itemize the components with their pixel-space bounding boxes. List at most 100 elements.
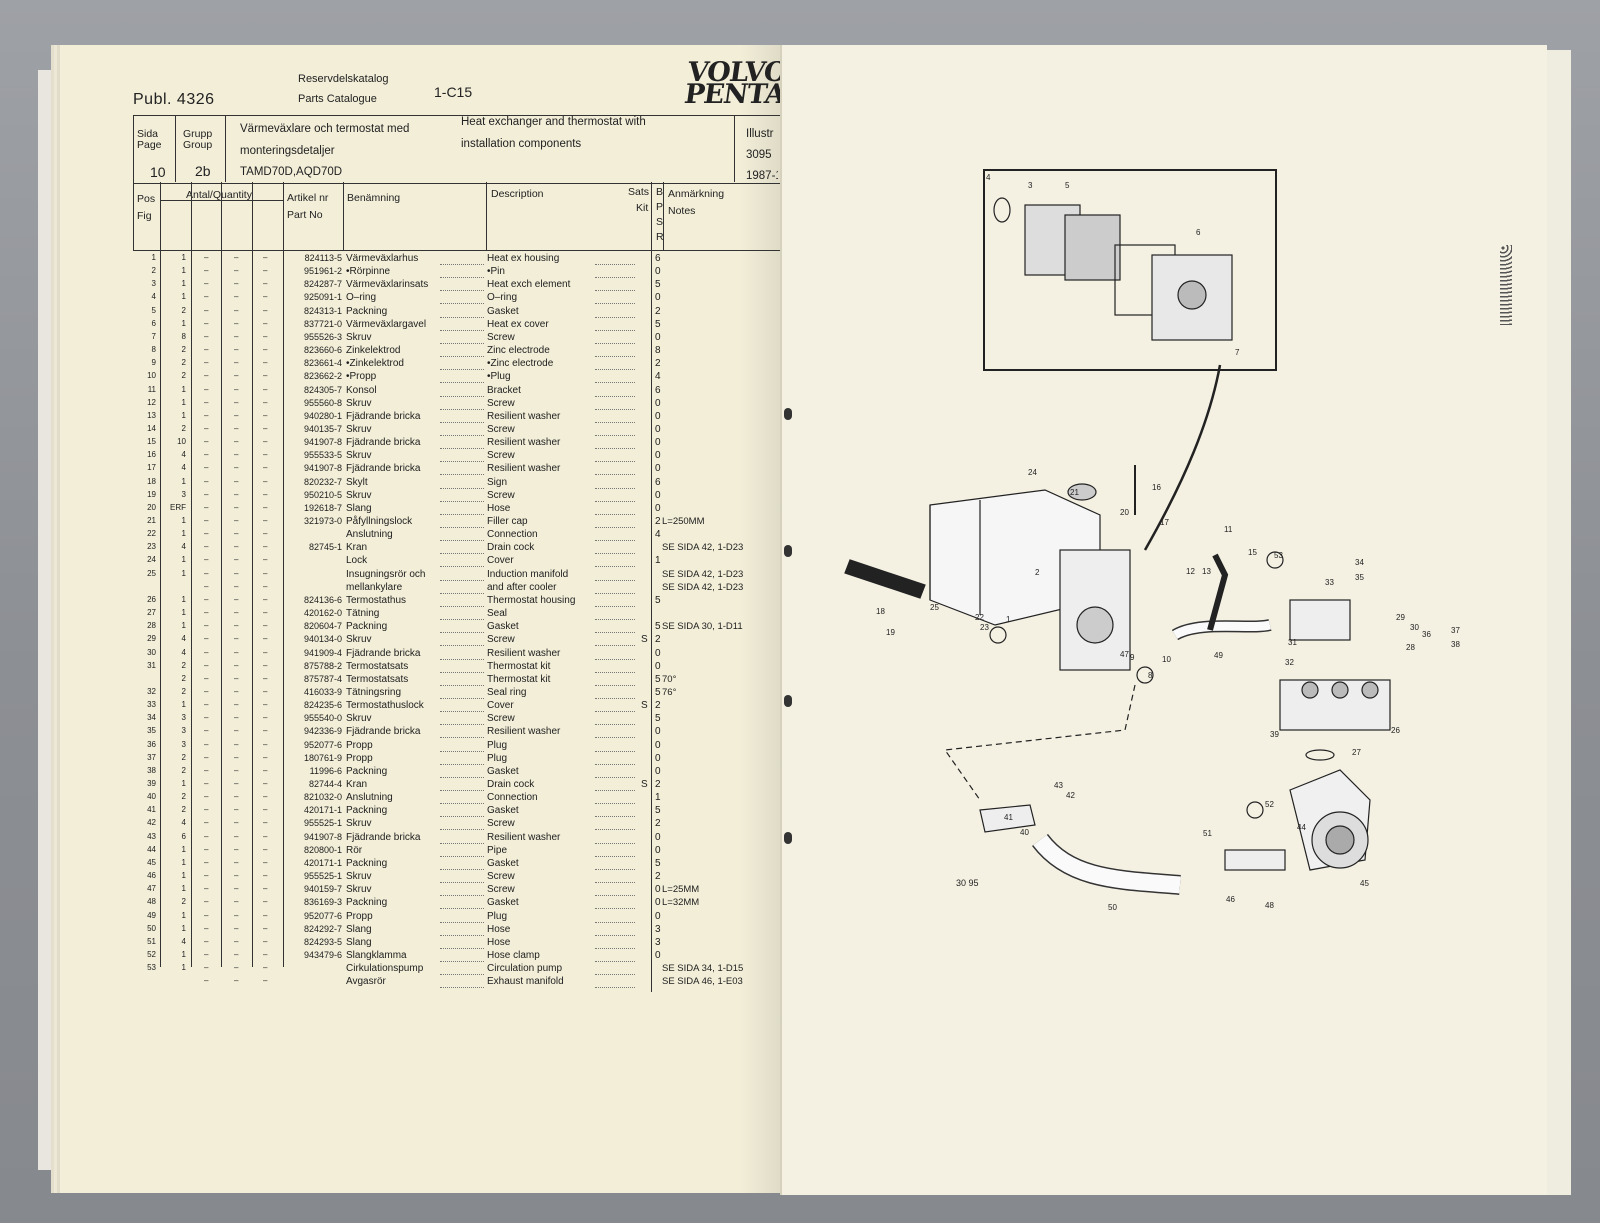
callout-number: 12: [1186, 567, 1195, 576]
col-b: B: [656, 186, 664, 198]
row-bpsr: 0: [655, 463, 661, 475]
callout-number: 3: [1028, 181, 1033, 190]
page-value: 10: [150, 164, 166, 180]
row-quantity: 1: [181, 266, 186, 276]
row-quantity: 2: [181, 897, 186, 907]
row-note: SE SIDA 34, 1-D15: [662, 963, 744, 975]
row-quantity: 1: [181, 594, 186, 604]
row-part-number: 420171-1: [303, 857, 342, 868]
row-quantity: 2: [181, 305, 186, 315]
row-bpsr: 0: [655, 910, 661, 922]
row-pos: 13: [147, 410, 156, 420]
row-description: Screw: [487, 871, 515, 883]
leader-dots: [595, 355, 635, 358]
row-quantity: 2: [181, 792, 186, 802]
leader-dots: [595, 973, 635, 976]
row-name-swedish: O–ring: [346, 292, 377, 304]
row-pos: 8: [151, 345, 156, 355]
catalogue-title-english: Parts Catalogue: [298, 93, 377, 105]
row-bpsr: 3: [655, 936, 661, 948]
empty-quantity-cell: –: [234, 608, 239, 618]
row-part-number: 940134-0: [303, 634, 342, 645]
leader-dots: [595, 855, 635, 857]
title-swedish-line-2: monteringsdetaljer: [240, 145, 335, 157]
row-bpsr: 0: [655, 752, 661, 764]
row-name-swedish: Fjädrande bricka: [346, 463, 421, 475]
row-pos: 38: [147, 765, 156, 775]
leader-dots: [595, 408, 635, 410]
callout-number: 45: [1360, 879, 1369, 888]
empty-quantity-cell: –: [263, 279, 268, 289]
leader-dots: [440, 763, 484, 765]
leader-dots: [440, 408, 484, 410]
empty-quantity-cell: –: [204, 647, 209, 657]
row-pos: 6: [151, 318, 156, 328]
row-part-number: 955540-0: [303, 713, 342, 724]
row-pos: 20: [147, 502, 156, 512]
empty-quantity-cell: –: [204, 463, 209, 473]
row-description: Seal ring: [487, 686, 527, 698]
empty-quantity-cell: –: [204, 884, 209, 894]
row-part-number: 824305-7: [303, 384, 342, 395]
row-description: Screw: [487, 713, 515, 725]
row-quantity: 1: [181, 279, 186, 289]
callout-number: 33: [1325, 578, 1334, 587]
empty-quantity-cell: –: [234, 700, 239, 710]
row-name-swedish: Packning: [346, 765, 388, 777]
empty-quantity-cell: –: [204, 410, 209, 420]
row-part-number: 192618-7: [303, 502, 342, 513]
empty-quantity-cell: –: [204, 423, 209, 433]
leader-dots: [440, 947, 484, 949]
leader-dots: [595, 434, 635, 436]
row-description: Resilient washer: [487, 647, 561, 659]
row-description: Screw: [487, 423, 515, 435]
row-description: Cover: [487, 700, 514, 712]
callout-number: 4: [986, 173, 991, 182]
row-bpsr: 5: [655, 673, 661, 685]
row-name-swedish: Skruv: [346, 423, 372, 435]
row-bpsr: 0: [655, 897, 661, 909]
callout-number: 1: [1006, 615, 1011, 624]
leader-dots: [440, 592, 484, 594]
empty-quantity-cell: –: [204, 831, 209, 841]
empty-quantity-cell: –: [263, 568, 268, 578]
empty-quantity-cell: –: [263, 371, 268, 381]
row-part-number: 420171-1: [303, 805, 342, 816]
row-quantity: 1: [181, 516, 186, 525]
col-p: P: [656, 201, 664, 213]
row-quantity: 10: [177, 437, 186, 447]
row-bpsr: 0: [655, 949, 661, 961]
row-name-swedish: Anslutning: [346, 529, 393, 541]
row-pos: 10: [147, 371, 156, 381]
callout-number: 6: [1196, 228, 1201, 237]
leader-dots: [595, 631, 635, 634]
row-name-swedish: Slang: [346, 502, 372, 514]
leader-dots: [440, 276, 484, 279]
info-header-box: [133, 115, 781, 184]
row-pos: 15: [147, 437, 156, 447]
empty-quantity-cell: –: [204, 621, 209, 631]
callout-number: 25: [930, 603, 939, 612]
row-pos: 39: [147, 779, 156, 788]
callout-number: 10: [1162, 655, 1171, 664]
leader-dots: [595, 276, 635, 279]
leader-dots: [595, 289, 635, 292]
leader-dots: [595, 907, 635, 910]
empty-quantity-cell: –: [234, 423, 239, 433]
empty-quantity-cell: –: [263, 897, 268, 907]
row-pos: 53: [147, 963, 156, 973]
row-note: 70°: [662, 673, 677, 685]
row-part-number: 824292-7: [303, 923, 342, 934]
empty-quantity-cell: –: [204, 700, 209, 710]
col-benamning: Benämning: [347, 192, 401, 204]
callout-number: 7: [1235, 348, 1240, 357]
col-kit: Kit: [636, 202, 649, 214]
row-description: Heat ex housing: [487, 253, 560, 264]
leader-dots: [595, 802, 635, 805]
row-part-number: 820604-7: [303, 621, 342, 632]
row-name-swedish: Tätningsring: [346, 686, 402, 698]
catalogue-date: 1987-11: [746, 170, 778, 182]
empty-quantity-cell: –: [263, 739, 268, 749]
empty-quantity-cell: –: [234, 476, 239, 486]
leader-dots: [440, 855, 484, 857]
